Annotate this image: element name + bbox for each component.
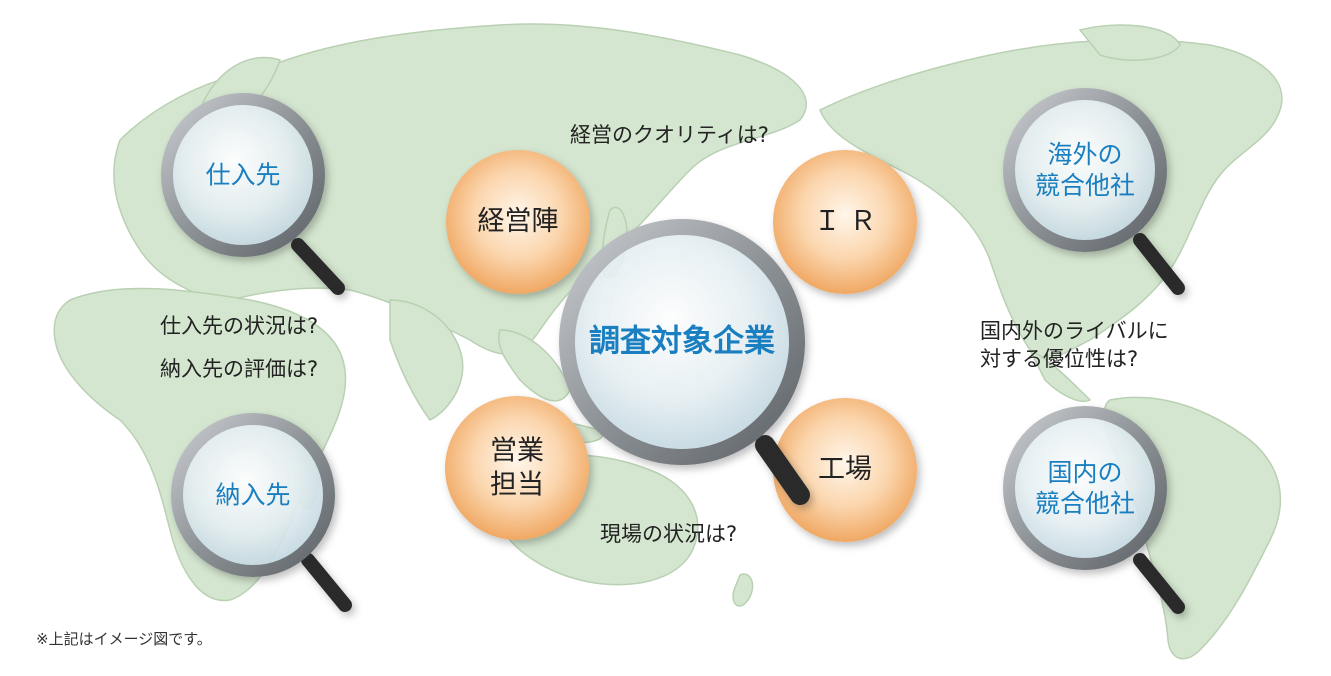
lens-center-graphic (559, 219, 810, 505)
orb-label-ir: Ｉ Ｒ (813, 206, 877, 238)
lens-label-nounyusaki: 納入先 (215, 480, 291, 510)
southeast-asia-landmass (498, 329, 571, 402)
question-supplier-status: 仕入先の状況は? (160, 314, 319, 338)
question-customer-evaluation: 納入先の評価は? (160, 357, 319, 381)
lens-kaigai-graphic (1003, 88, 1185, 295)
lens-label-shiiresaki: 仕入先 (205, 160, 281, 190)
greenland-landmass (1078, 24, 1181, 61)
orb-keieijin (446, 150, 590, 294)
central-america-landmass (1028, 348, 1092, 402)
question-management-quality: 経営のクオリティは? (570, 123, 769, 147)
lens-nounyusaki-graphic (171, 413, 352, 612)
south-asia-landmass (389, 299, 464, 421)
orb-label-kojo: 工場 (818, 454, 872, 486)
question-site-status: 現場の状況は? (600, 522, 738, 546)
lens-label-kokunai: 国内の 競合他社 (1034, 457, 1136, 518)
orb-ir (773, 150, 917, 294)
question-rivals-line1: 国内外のライバルに (980, 319, 1169, 343)
orb-eigyo (445, 396, 589, 540)
orb-label-keieijin: 経営陣 (477, 206, 559, 238)
lens-shiiresaki-graphic (161, 93, 345, 295)
lens-label-kaigai: 海外の 競合他社 (1034, 139, 1136, 200)
orb-kojo (773, 398, 917, 542)
footnote: ※上記はイメージ図です。 (36, 630, 212, 648)
new-zealand-landmass (732, 573, 754, 607)
question-rivals-line2: 対する優位性は? (980, 347, 1139, 371)
lens-kokunai-graphic (1003, 406, 1185, 614)
orb-graphics (445, 150, 917, 542)
center-lens-label: 調査対象企業 (589, 323, 775, 360)
orb-label-eigyo: 営業 担当 (490, 435, 544, 500)
